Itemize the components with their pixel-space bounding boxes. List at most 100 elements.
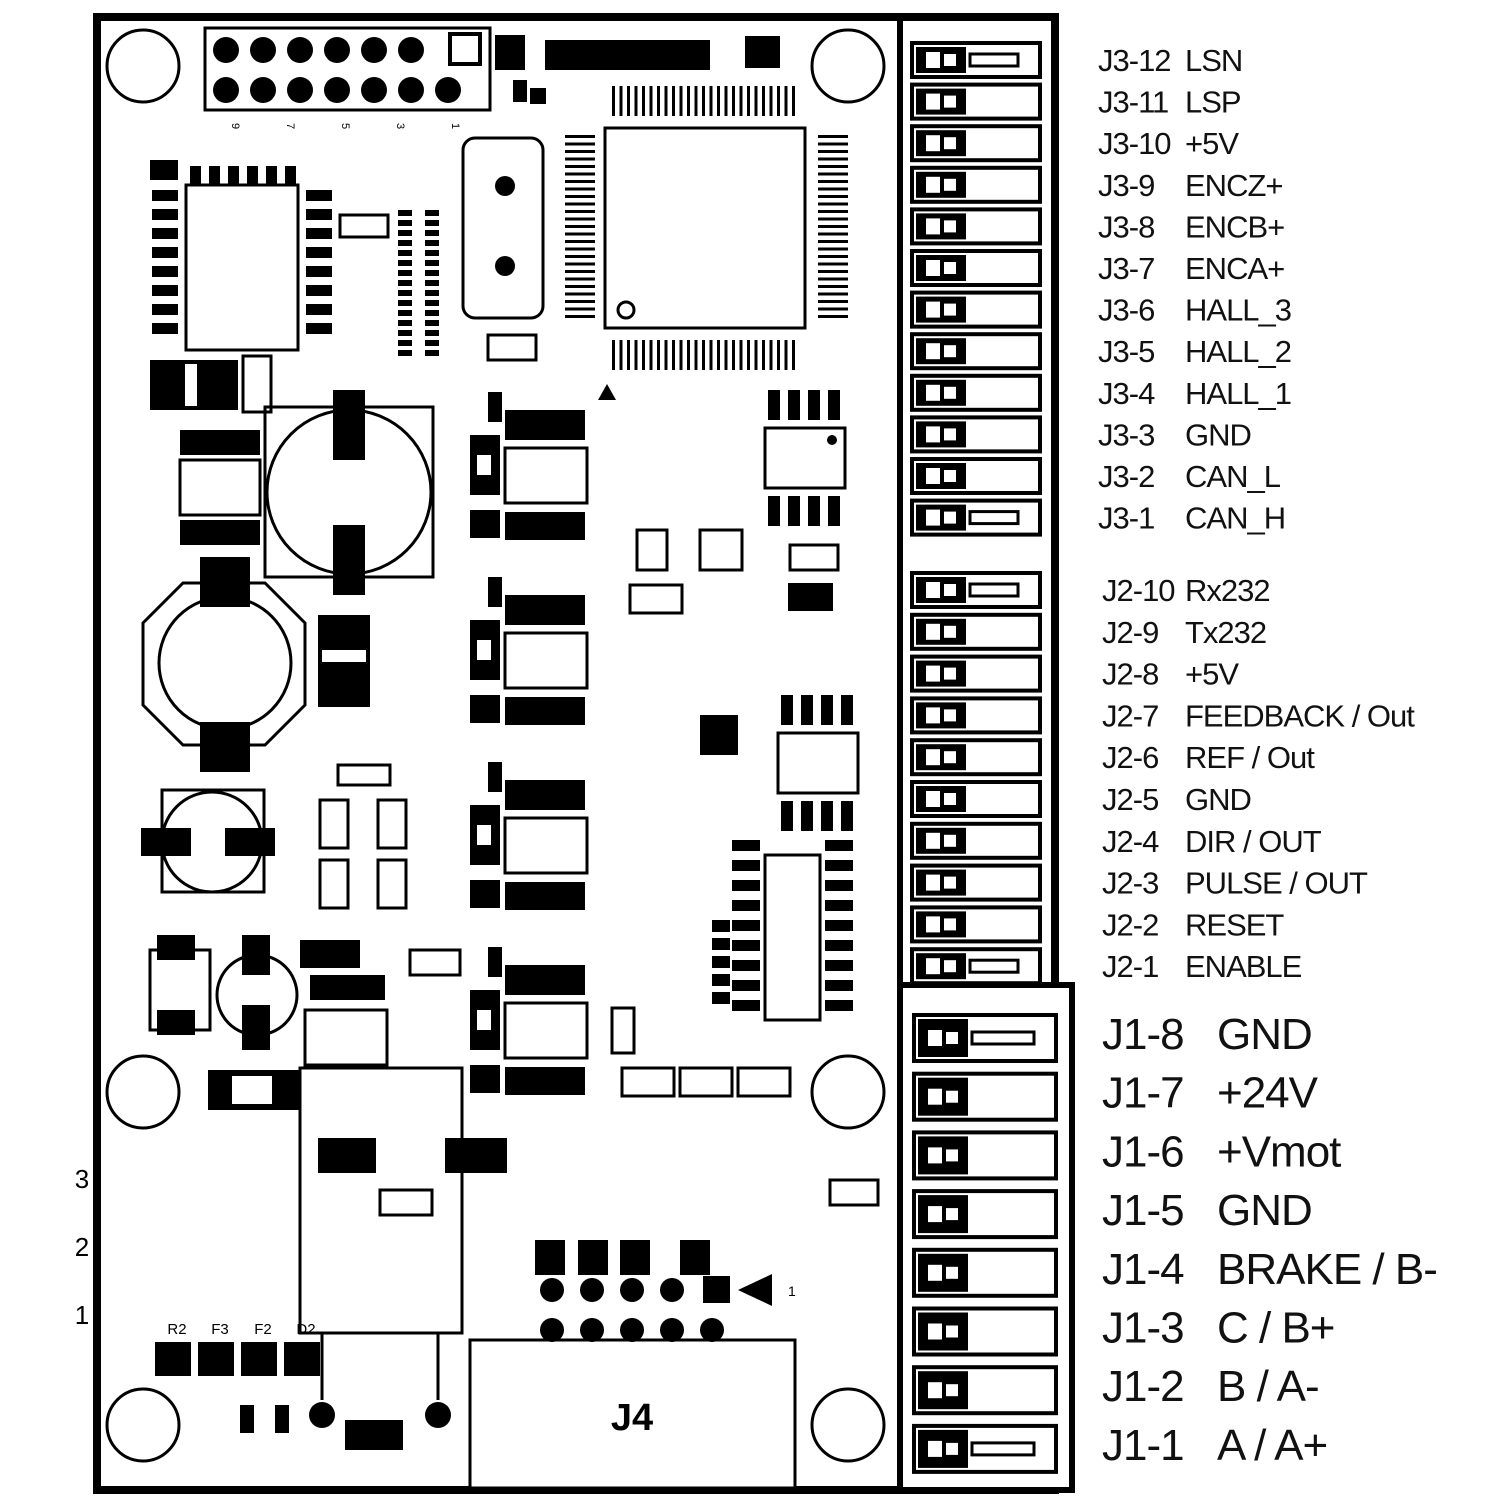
j1-pin-signal: C / B+	[1217, 1304, 1335, 1353]
j3-terminal-slots	[910, 41, 1042, 537]
j2-slot	[910, 654, 1042, 693]
j2-pin-id: J2-6	[1102, 740, 1158, 775]
top-pin-strip	[545, 40, 710, 70]
passive-components	[150, 160, 880, 1275]
header-pin-mark: 5	[339, 123, 351, 129]
j2-pin-id: J2-8	[1102, 657, 1158, 692]
j2-pin-signal: Tx232	[1185, 615, 1266, 650]
inductor	[141, 557, 307, 772]
header-pin-mark: 9	[229, 123, 241, 129]
microcontroller-chip	[565, 86, 848, 400]
mounting-hole	[105, 1387, 181, 1463]
j1-pin-signal: A / A+	[1217, 1421, 1327, 1470]
j3-slot	[910, 207, 1042, 246]
j2-pin-id: J2-4	[1102, 824, 1159, 859]
margin-marks: 321	[75, 1164, 89, 1330]
j1-pin-signal: GND	[1217, 1010, 1312, 1059]
j1-slot	[912, 1365, 1058, 1416]
margin-mark: 1	[75, 1300, 89, 1330]
fuse-mark: R2	[167, 1321, 186, 1338]
j3-pin-signal: HALL_1	[1185, 376, 1291, 411]
j3-slot	[910, 373, 1042, 412]
j1-pin-id: J1-7	[1102, 1069, 1184, 1118]
power-module	[208, 1066, 507, 1428]
j3-pin-signal: ENCB+	[1185, 209, 1284, 244]
header-pin-mark: 1	[449, 123, 461, 129]
j1-slot	[912, 1189, 1058, 1240]
j2-slot	[910, 905, 1042, 944]
j2-pin-id: J2-1	[1102, 949, 1158, 984]
j3-pin-id: J3-6	[1098, 293, 1154, 328]
j1-pin-signal: +Vmot	[1217, 1127, 1341, 1176]
j1-pin-id: J1-1	[1102, 1421, 1184, 1470]
j3-pin-id: J3-9	[1098, 168, 1154, 203]
pin1-mark: 1	[788, 1283, 796, 1299]
j3-pin-id: J3-10	[1098, 126, 1171, 161]
j3-pin-id: J3-7	[1098, 251, 1154, 286]
j3-pin-signal: GND	[1185, 417, 1251, 452]
j3-pin-signal: +5V	[1185, 126, 1239, 161]
j1-slot	[912, 1013, 1058, 1063]
j1-pin-signal: B / A-	[1217, 1362, 1319, 1411]
resistor-array	[338, 210, 538, 362]
j2-terminal-slots	[910, 571, 1042, 986]
j2-pin-signal: PULSE / OUT	[1185, 866, 1368, 901]
j1-pin-id: J1-6	[1102, 1127, 1184, 1176]
j2-pin-signal: REF / Out	[1185, 740, 1315, 775]
mounting-hole	[810, 28, 886, 104]
j3-slot	[910, 249, 1042, 287]
j3-slot	[910, 332, 1042, 371]
mounting-hole	[105, 28, 181, 104]
j1-pin-signal: BRAKE / B-	[1217, 1245, 1437, 1294]
j3-pin-id: J3-11	[1098, 85, 1168, 120]
j2-slot	[910, 780, 1042, 818]
j3-pin-id: J3-8	[1098, 209, 1154, 244]
j3-pin-signal: HALL_3	[1185, 293, 1291, 328]
j3-pin-id: J3-4	[1098, 376, 1155, 411]
j1-pin-id: J1-4	[1102, 1245, 1184, 1294]
j2-pin-id: J2-7	[1102, 698, 1158, 733]
j3-pin-id: J3-2	[1098, 459, 1154, 494]
j1-slot	[912, 1071, 1058, 1122]
j3-pin-signal: CAN_H	[1185, 501, 1285, 536]
j3-pin-signal: ENCA+	[1185, 251, 1284, 286]
j3-pin-signal: ENCZ+	[1185, 168, 1283, 203]
j1-slot	[912, 1247, 1058, 1298]
j3-pin-id: J3-1	[1098, 501, 1154, 536]
j3-pin-signal: CAN_L	[1185, 459, 1281, 494]
j2-pin-id: J2-10	[1102, 573, 1175, 608]
fuse-mark: F3	[211, 1321, 229, 1338]
j1-pin-id: J1-8	[1102, 1010, 1184, 1059]
j3-pin-id: J3-12	[1098, 43, 1171, 78]
j3-pin-signal: HALL_2	[1185, 334, 1291, 369]
j2-pin-signal: RESET	[1185, 907, 1284, 942]
j1-slot	[912, 1423, 1058, 1474]
j2-slot	[910, 863, 1042, 902]
mounting-hole	[810, 1387, 886, 1463]
j3-slot	[910, 41, 1042, 79]
j2-pin-id: J2-2	[1102, 907, 1158, 942]
electrolytic-capacitor	[263, 390, 435, 595]
j1-pin-id: J1-5	[1102, 1186, 1184, 1235]
small-capacitor	[148, 935, 299, 1050]
j3-slot	[910, 290, 1042, 329]
j3-pin-signal: LSN	[1185, 43, 1242, 78]
j2-slot	[910, 612, 1042, 651]
fuse-mark: F2	[254, 1321, 272, 1338]
j2-slot	[910, 947, 1042, 986]
header-pin-mark: 3	[394, 123, 406, 129]
j3-slot	[910, 124, 1042, 163]
mounting-hole	[810, 1054, 886, 1130]
left-ic	[152, 166, 332, 352]
j2-slot	[910, 571, 1042, 609]
j2-pin-id: J2-5	[1102, 782, 1158, 817]
j1-slot	[912, 1130, 1058, 1181]
crystal-oscillator	[461, 136, 545, 320]
j2-pin-signal: GND	[1185, 782, 1251, 817]
j1-pin-id: J1-2	[1102, 1362, 1184, 1411]
j1-slot	[912, 1306, 1058, 1357]
